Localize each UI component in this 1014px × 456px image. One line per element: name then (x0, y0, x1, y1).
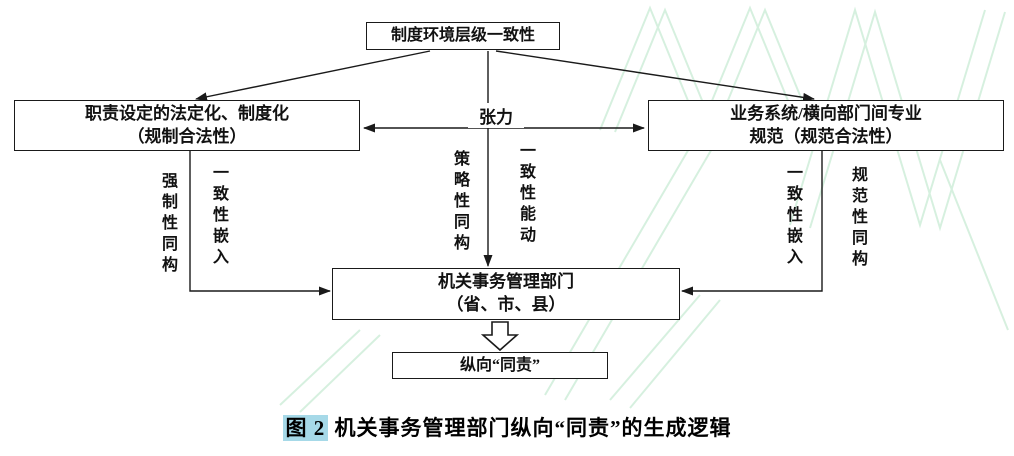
label-consistency-embedding-right: 一致性嵌入 (784, 164, 801, 269)
box-agency-affairs-department: 机关事务管理部门 （省、市、县） (332, 268, 680, 320)
label-coercive-isomorphism: 强制性同构 (159, 172, 176, 277)
box-duty-legalization: 职责设定的法定化、制度化 （规制合法性） (14, 100, 360, 151)
label-consistency-agency: 一致性能动 (517, 142, 534, 247)
box-line: （省、市、县） (446, 295, 566, 314)
box-vertical-same-responsibility: 纵向“同责” (392, 352, 608, 379)
box-line: 业务系统/横向部门间专业 (730, 103, 922, 123)
label-consistency-embedding-left: 一致性嵌入 (210, 164, 227, 269)
box-line: 机关事务管理部门 (438, 272, 574, 292)
arrow-top-to-left-box (195, 50, 431, 102)
box-institutional-environment: 制度环境层级一致性 (366, 22, 560, 50)
box-line: （规制合法性） (127, 126, 247, 146)
label-tension: 张力 (468, 103, 524, 128)
arrow-right-to-center (681, 151, 823, 296)
caption-text: 机关事务管理部门纵向“同责”的生成逻辑 (328, 416, 732, 440)
arrow-top-to-right-box (495, 50, 815, 102)
hollow-down-arrow (480, 321, 520, 352)
arrow-left-to-center (189, 151, 331, 296)
box-line: 职责设定的法定化、制度化 (85, 103, 289, 123)
caption-highlight: 图 2 (282, 415, 329, 441)
label-normative-isomorphism: 规范性同构 (849, 166, 866, 271)
box-line: 规范（规范合法性） (749, 126, 903, 146)
box-professional-norms: 业务系统/横向部门间专业 规范（规范合法性） (648, 100, 1004, 151)
figure-caption: 图 2 机关事务管理部门纵向“同责”的生成逻辑 (0, 412, 1014, 442)
label-strategic-isomorphism: 策略性同构 (451, 150, 468, 255)
